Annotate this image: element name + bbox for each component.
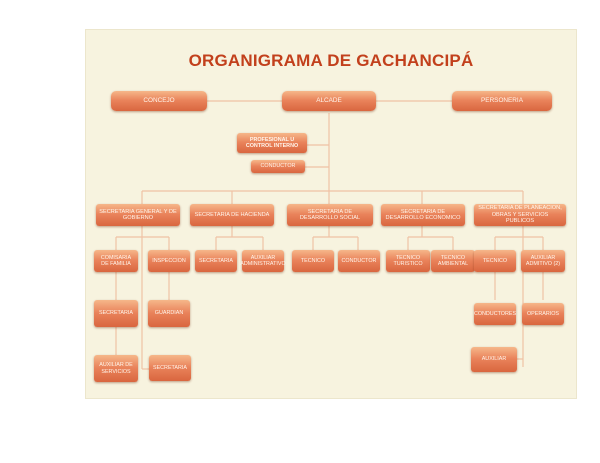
node-sec-economico: SECRETARIA DE DESARROLLO ECONOMICO (381, 204, 465, 226)
node-sec-planeacion: SECRETARIA DE PLANEACION, OBRAS Y SERVIC… (474, 204, 566, 226)
node-secretaria-hacienda: SECRETARIA (195, 250, 237, 272)
node-comisaria: COMISARIA DE FAMILIA (94, 250, 138, 272)
node-conductor-social: CONDUCTOR (338, 250, 380, 272)
node-tecnico-planeacion: TECNICO (474, 250, 516, 272)
node-auxiliar-planeacion: AUXILIAR (471, 347, 517, 372)
node-guardian: GUARDIAN (148, 300, 190, 327)
node-auxiliar-servicios: AUXILIAR DE SERVICIOS (94, 355, 138, 382)
node-sec-general: SECRETARIA GENERAL Y DE GOBIERNO (96, 204, 180, 226)
node-operarios: OPERARIOS (522, 303, 564, 325)
node-sec-social: SECRETARIA DE DESARROLLO SOCIAL (287, 204, 373, 226)
org-chart-board: ORGANIGRAMA DE GACHANCIPÁ (85, 29, 577, 399)
node-auxiliar-admin-hacienda: AUXILIAR ADMINISTRATIVO (240, 250, 286, 272)
node-alcade: ALCADE (282, 91, 376, 111)
node-personeria: PERSONERIA (452, 91, 552, 111)
chart-title: ORGANIGRAMA DE GACHANCIPÁ (188, 51, 474, 70)
connector-lines (115, 100, 544, 370)
node-control-interno: PROFESIONAL U CONTROL INTERNO (237, 133, 307, 153)
node-auxiliar-admin-planeacion: AUXILIAR ADMITIVO (2) (521, 250, 565, 272)
node-conductor-top: CONDUCTOR (251, 160, 305, 173)
node-tecnico-ambiental: TECNICO AMBIENTAL (431, 250, 475, 272)
node-conductores: CONDUCTORES (474, 303, 516, 325)
node-secretaria-general: SECRETARIA (94, 300, 138, 327)
node-tecnico-social: TECNICO (292, 250, 334, 272)
node-sec-hacienda: SECRETARIA DE HACIENDA (190, 204, 274, 226)
node-inspeccion: INSPECCION (148, 250, 190, 272)
node-tecnico-turistico: TECNICO TURISTICO (386, 250, 430, 272)
node-secretaria-general-2: SECRETARIA (149, 355, 191, 381)
node-concejo: CONCEJO (111, 91, 207, 111)
